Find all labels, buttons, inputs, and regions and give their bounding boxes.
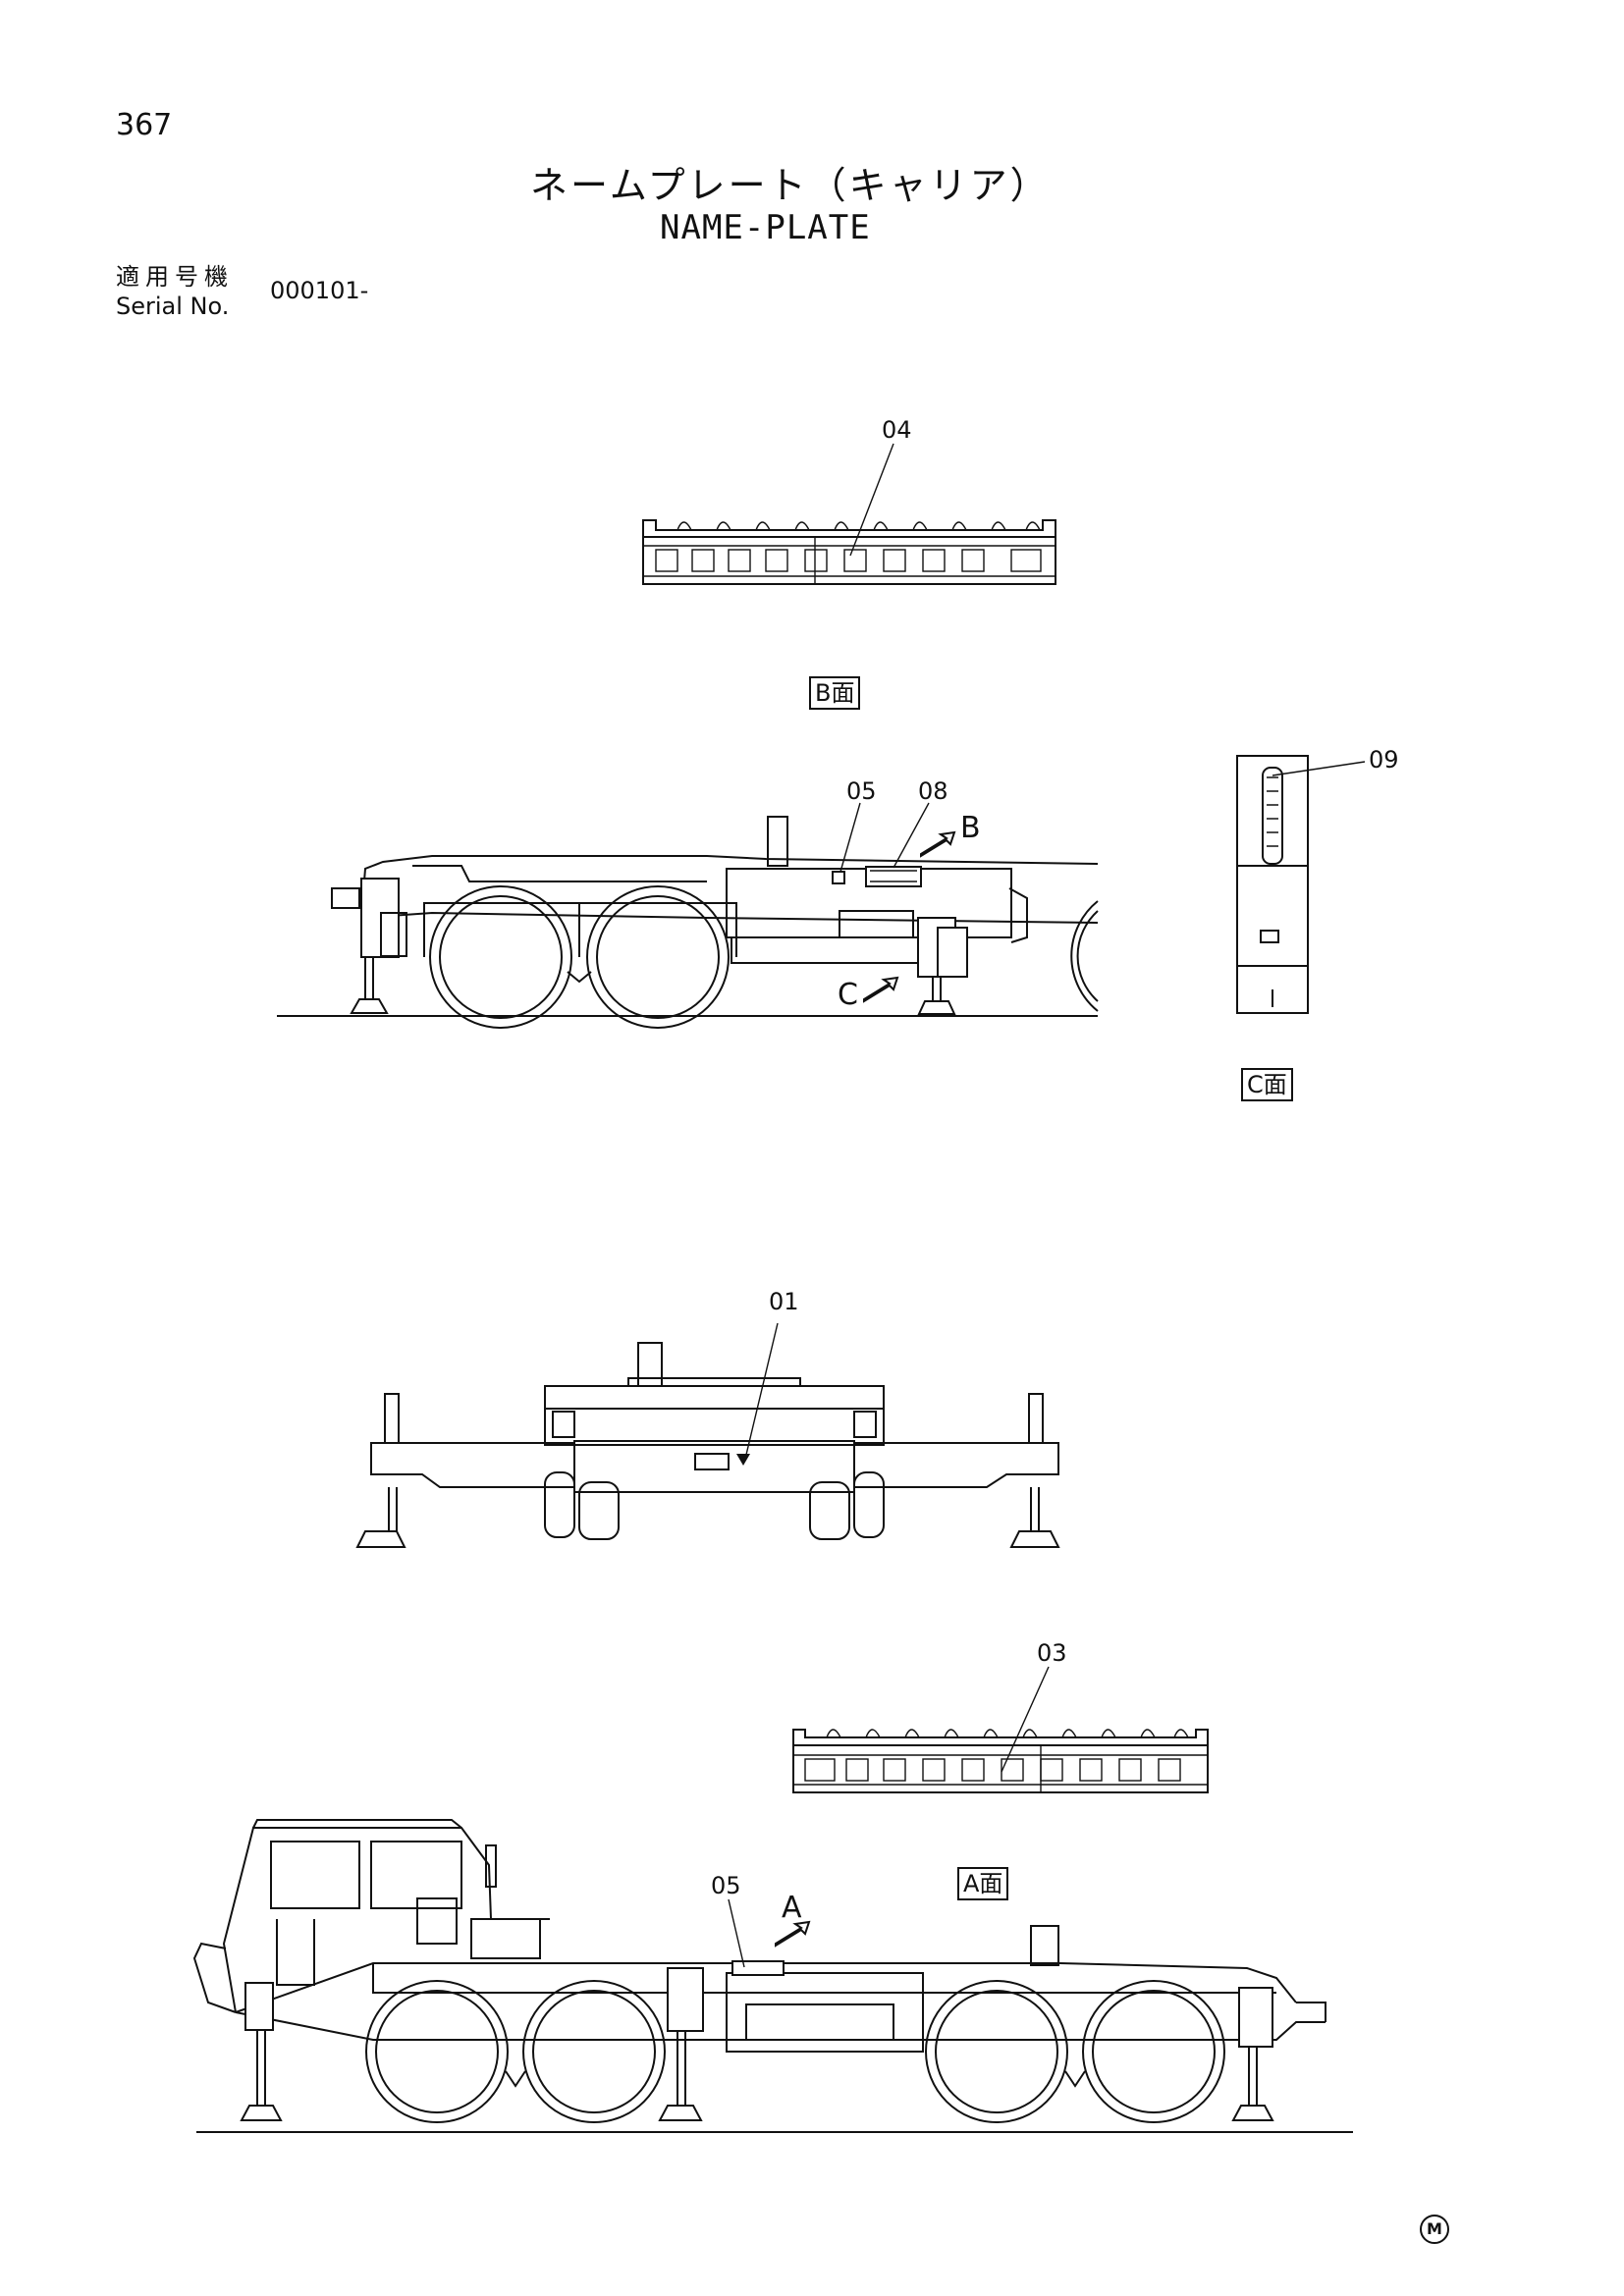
leader-line-01 <box>745 1322 779 1456</box>
carrier-side-view-full <box>192 1819 1353 2133</box>
maker-mark-icon: M <box>1420 2215 1449 2244</box>
view-arrow-letter-b: B <box>960 811 981 845</box>
page-title-japanese: ネームプレート（キャリア） <box>530 164 1051 207</box>
serial-label-english: Serial No. <box>116 293 230 320</box>
page-number: 367 <box>116 108 173 142</box>
page-title-english: NAME-PLATE <box>660 208 871 247</box>
leader-line-09 <box>1272 761 1366 776</box>
leader-line-08 <box>893 802 930 869</box>
view-label-b-face: B面 <box>809 676 861 710</box>
carrier-side-view-rear <box>277 816 1099 1029</box>
callout-01: 01 <box>769 1288 799 1315</box>
nameplate-panel-03 <box>792 1729 1209 1793</box>
callout-08: 08 <box>918 777 948 805</box>
view-label-c-face: C面 <box>1241 1068 1293 1101</box>
carrier-front-view <box>355 1342 1060 1548</box>
leader-line-04 <box>849 443 894 557</box>
callout-05-lower: 05 <box>711 1872 741 1899</box>
view-arrow-letter-a: A <box>782 1891 802 1925</box>
leader-line-05-bottom <box>728 1898 745 1968</box>
serial-label-japanese: 適用号機 <box>116 263 234 291</box>
nameplate-panel-04 <box>642 519 1056 585</box>
c-face-detail-09 <box>1236 755 1309 1014</box>
callout-03: 03 <box>1037 1639 1067 1667</box>
callout-04: 04 <box>882 416 912 444</box>
view-label-a-face: A面 <box>957 1867 1009 1900</box>
serial-number-value: 000101- <box>270 277 369 304</box>
view-arrow-letter-c: C <box>838 978 858 1012</box>
leader-line-05-top <box>839 802 861 873</box>
leader-line-03 <box>1001 1666 1050 1773</box>
callout-05-upper: 05 <box>846 777 877 805</box>
callout-09: 09 <box>1369 746 1399 774</box>
